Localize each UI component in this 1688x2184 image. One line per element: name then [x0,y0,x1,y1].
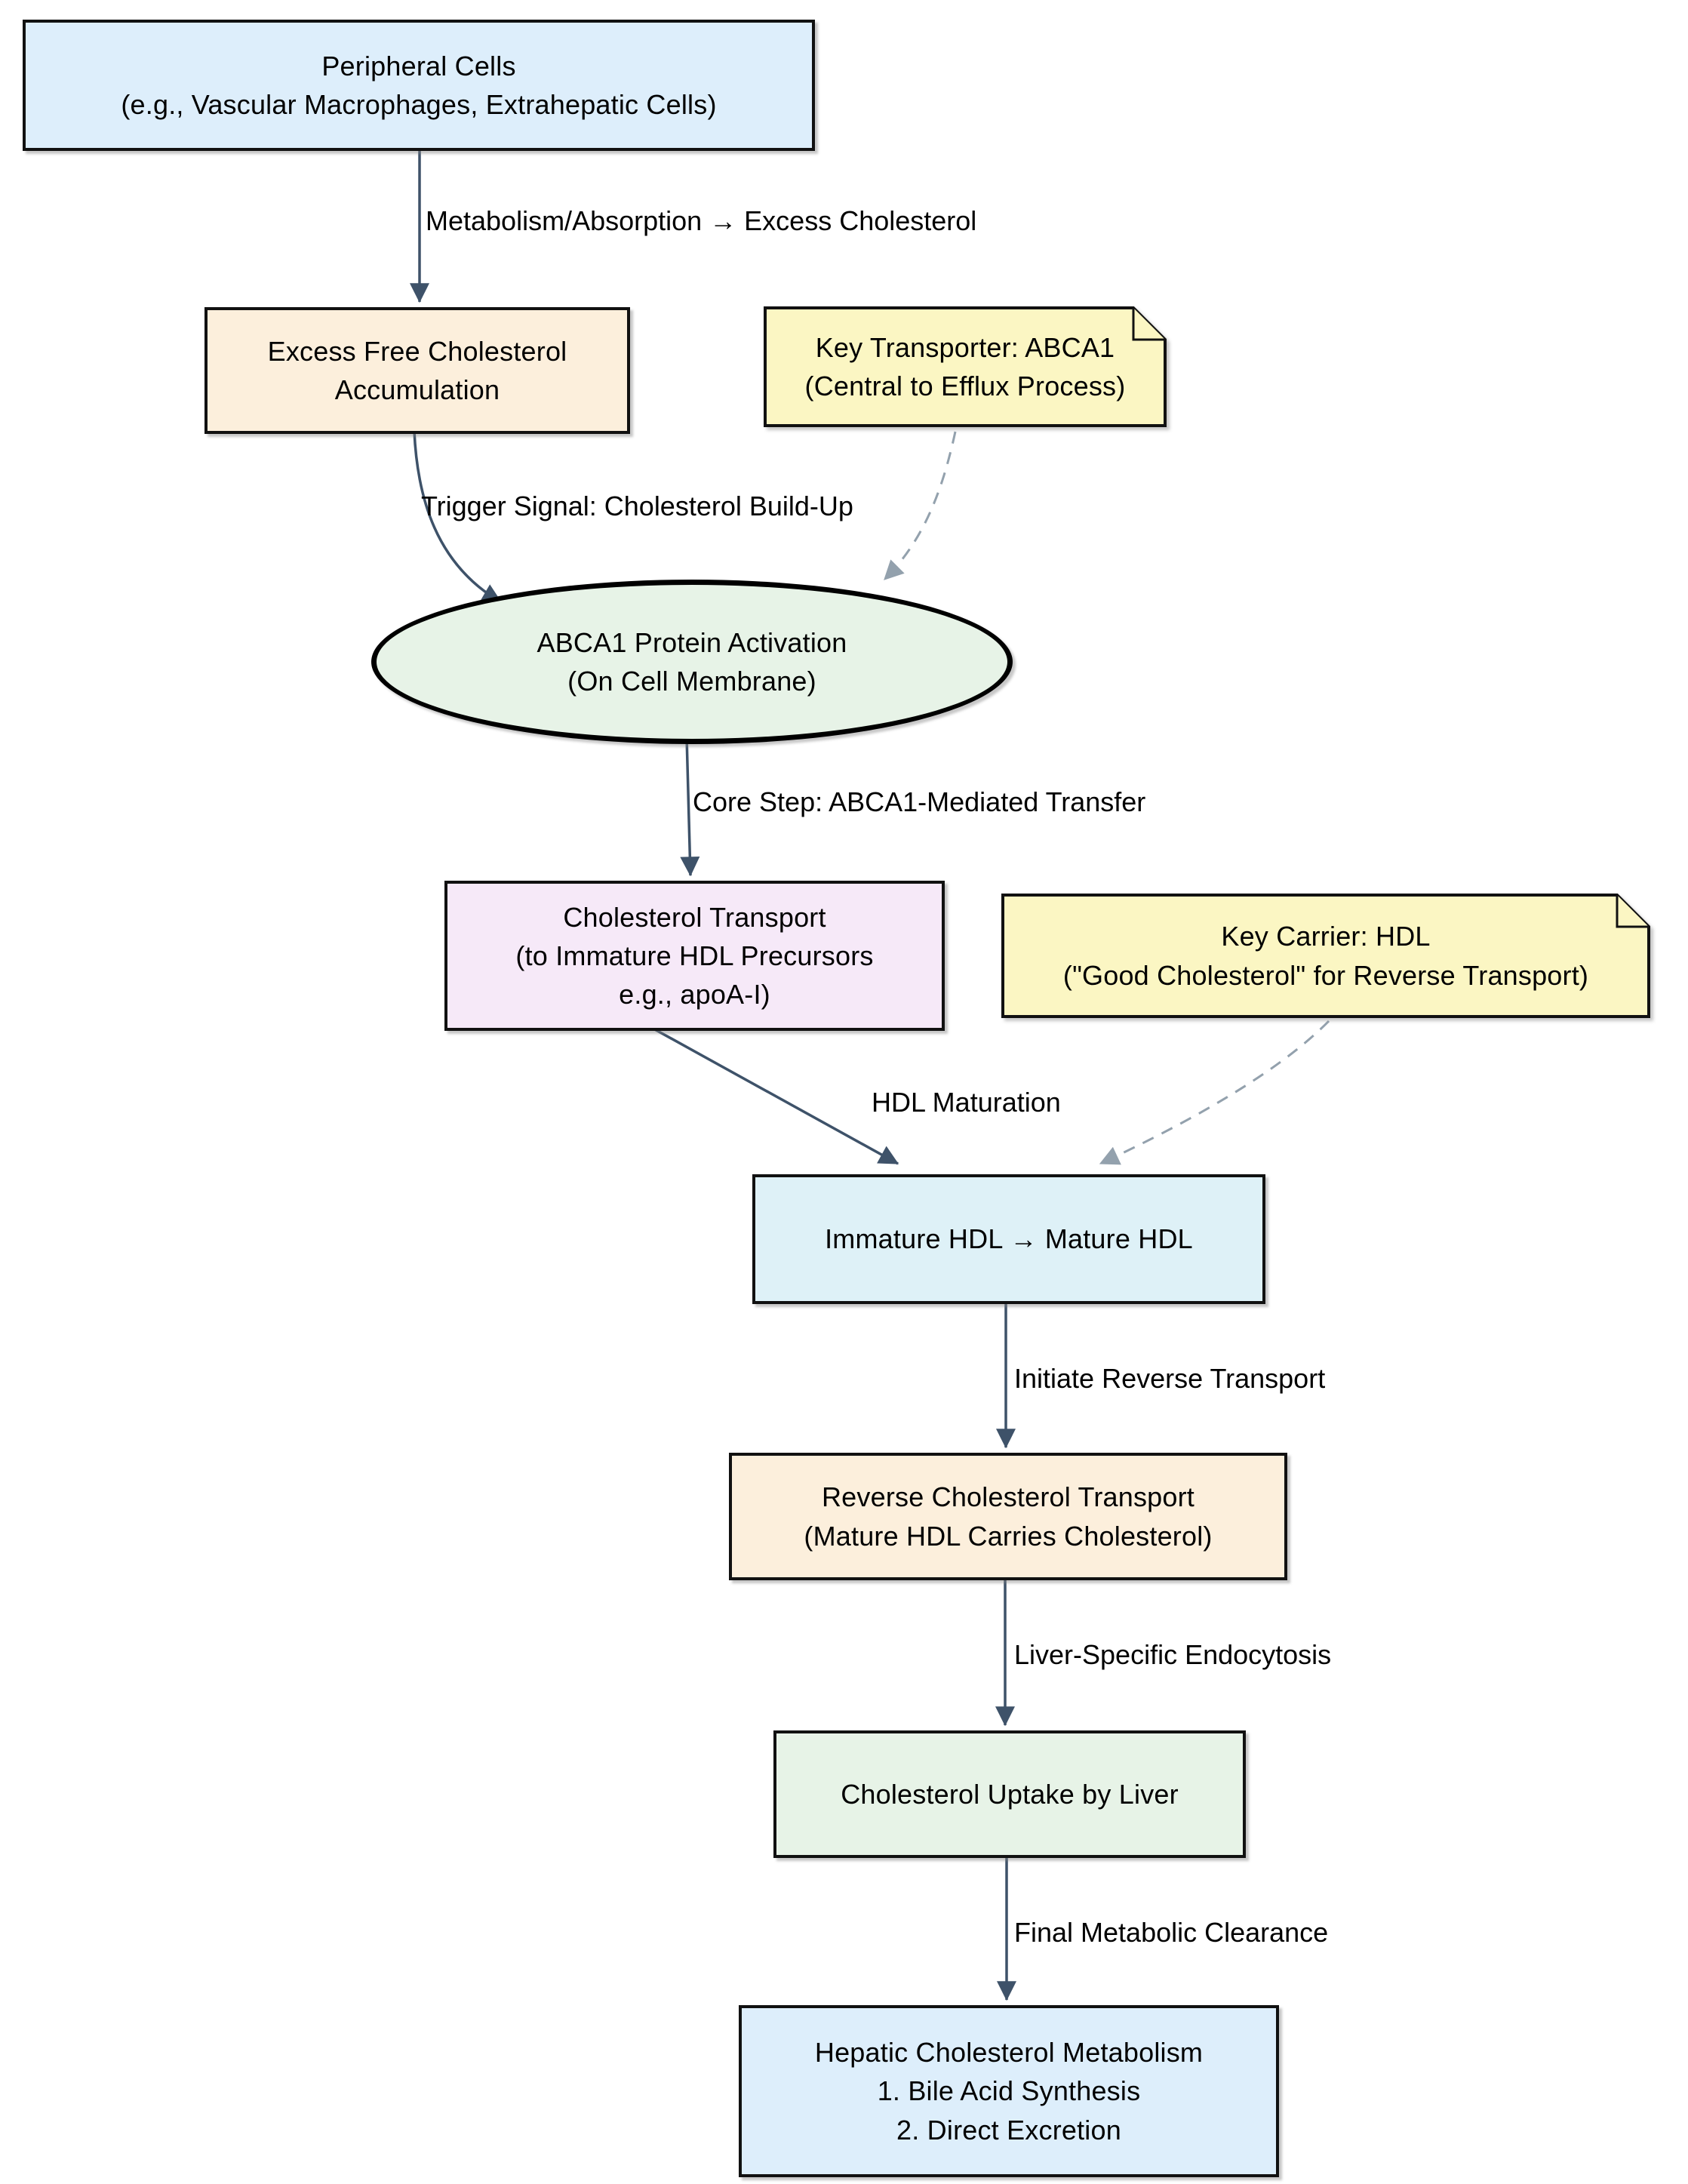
note-shape-icon [1001,894,1650,1018]
node-liver-uptake-label: Cholesterol Uptake by Liver [841,1778,1179,1810]
node-hepatic-metabolism-label: Hepatic Cholesterol Metabolism 1. Bile A… [814,2037,1204,2146]
node-excess-cholesterol: Excess Free Cholesterol Accumulation [204,307,630,434]
node-immature-mature-hdl: Immature HDL → Mature HDL [752,1174,1265,1304]
node-cholesterol-transport-label: Cholesterol Transport (to Immature HDL P… [515,901,874,1010]
note-key-carrier-label: Key Carrier: HDL ("Good Cholesterol" for… [1062,921,1589,991]
edge-trigger-arrow [413,430,503,604]
edge-label-endocytosis: Liver-Specific Endocytosis [1014,1639,1332,1670]
node-abca1-activation: ABCA1 Protein Activation (On Cell Membra… [371,580,1013,744]
node-excess-cholesterol-label: Excess Free Cholesterol Accumulation [267,335,567,405]
edge-label-clearance: Final Metabolic Clearance [1014,1917,1329,1948]
node-hepatic-metabolism: Hepatic Cholesterol Metabolism 1. Bile A… [739,2005,1279,2177]
node-peripheral-cells-label: Peripheral Cells (e.g., Vascular Macroph… [121,50,717,120]
edge-note-transporter-dashed-arrow [883,431,957,581]
edge-label-core-step: Core Step: ABCA1-Mediated Transfer [693,786,1146,817]
node-cholesterol-transport: Cholesterol Transport (to Immature HDL P… [444,881,945,1031]
edge-label-initiate: Initiate Reverse Transport [1014,1363,1326,1394]
edge-hdl-maturation-arrow [651,1026,899,1165]
edge-label-trigger: Trigger Signal: Cholesterol Build-Up [421,491,853,521]
node-peripheral-cells: Peripheral Cells (e.g., Vascular Macroph… [23,20,815,151]
edge-note-carrier-dashed-arrow [1099,1020,1330,1165]
node-immature-mature-hdl-label: Immature HDL → Mature HDL [825,1223,1193,1255]
node-reverse-transport-label: Reverse Cholesterol Transport (Mature HD… [804,1481,1213,1552]
node-reverse-transport: Reverse Cholesterol Transport (Mature HD… [729,1453,1287,1580]
edge-label-hdl-maturation: HDL Maturation [872,1087,1061,1118]
edge-label-metabolism: Metabolism/Absorption → Excess Cholester… [426,205,977,236]
note-shape-icon [764,306,1167,427]
note-key-transporter-label: Key Transporter: ABCA1 (Central to Efflu… [804,331,1126,401]
note-key-transporter: Key Transporter: ABCA1 (Central to Efflu… [764,306,1167,427]
edge-core-step-arrow [680,736,700,877]
node-liver-uptake: Cholesterol Uptake by Liver [773,1730,1246,1858]
note-key-carrier: Key Carrier: HDL ("Good Cholesterol" for… [1001,894,1650,1018]
node-abca1-activation-label: ABCA1 Protein Activation (On Cell Membra… [537,626,847,697]
